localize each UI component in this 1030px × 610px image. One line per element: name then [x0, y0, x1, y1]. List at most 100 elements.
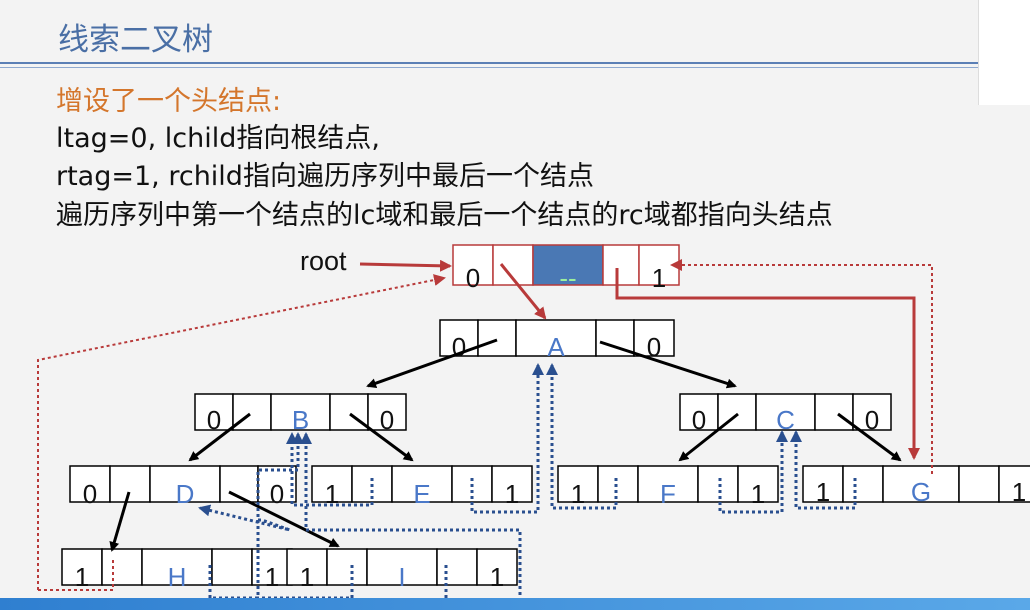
text-line-3: 遍历序列中第一个结点的lc域和最后一个结点的rc域都指向头结点	[56, 200, 833, 231]
slide-title: 线索二叉树	[58, 22, 213, 58]
node-I-field-2	[366, 548, 438, 586]
node-C-ltag: 0	[692, 405, 706, 435]
node-I-field-1	[326, 548, 368, 586]
node-F-rtag: 1	[751, 479, 765, 509]
node-G-field-3	[958, 465, 1000, 503]
node-H-field-1	[101, 548, 143, 586]
edge-D-I	[228, 490, 340, 548]
node-E-field-4	[491, 465, 533, 503]
node-F-data: F	[660, 479, 676, 509]
node-B-field-0	[194, 393, 234, 431]
node-A-rtag: 0	[647, 332, 661, 362]
node-B: 0 B 0	[194, 393, 407, 435]
head-ltag: 0	[466, 263, 480, 293]
heading: 增设了一个头结点:	[56, 86, 282, 117]
edge-A-C	[599, 340, 737, 389]
node-F-field-2	[637, 465, 699, 503]
node-A-field-2	[515, 319, 597, 357]
node-H-data: H	[168, 562, 187, 592]
node-A-field-0	[439, 319, 479, 357]
E-rthread-to-A	[470, 363, 544, 514]
node-B-rtag: 0	[380, 405, 394, 435]
node-E-data: E	[413, 479, 430, 509]
node-A-field-4	[633, 319, 675, 357]
node-H-field-3	[211, 548, 253, 586]
title-divider-thin	[0, 67, 978, 68]
edge-C-G	[837, 412, 902, 462]
node-G-field-4	[998, 465, 1030, 503]
head-field-0	[452, 244, 494, 286]
G-rthread-to-head	[670, 259, 933, 474]
F-lthread-to-A	[546, 363, 618, 510]
text-line-1: ltag=0, lchild指向根结点,	[56, 123, 380, 154]
edges-layer	[109, 338, 902, 552]
node-C-field-0	[679, 393, 719, 431]
head-field-2	[532, 244, 604, 286]
node-F-field-1	[597, 465, 639, 503]
node-I-rtag: 1	[490, 562, 504, 592]
presenter-video-corner	[978, 0, 1030, 105]
node-A-data: A	[547, 332, 565, 362]
bottom-bar	[0, 598, 1030, 610]
node-B-field-2	[270, 393, 331, 431]
node-G-field-0	[802, 465, 844, 503]
edge-D-H	[109, 491, 131, 552]
H-rthread-to-D	[208, 432, 304, 600]
node-G-field-2	[882, 465, 960, 503]
node-H-field-4	[251, 548, 293, 586]
root-label: root	[300, 246, 347, 276]
node-I-field-4	[476, 548, 518, 586]
node-I-ltag: 1	[300, 562, 314, 592]
head-rchild-to-G	[615, 268, 920, 460]
node-E-field-0	[311, 465, 353, 503]
node-B-field-1	[232, 393, 272, 431]
head-field-3	[602, 244, 640, 286]
node-C-data: C	[776, 405, 795, 435]
root-pointer-arrow	[359, 259, 452, 272]
node-D-data: D	[176, 479, 195, 509]
title-divider	[0, 62, 978, 64]
node-B-data: B	[292, 405, 309, 435]
node-I-field-0	[286, 548, 328, 586]
node-I-field-3	[436, 548, 478, 586]
node-G-field-1	[842, 465, 884, 503]
edge-B-D	[188, 412, 251, 462]
node-H-field-2	[141, 548, 213, 586]
node-H-rtag: 1	[265, 562, 279, 592]
head-lchild-to-A	[499, 263, 547, 320]
edge-B-E	[349, 412, 414, 462]
node-G-ltag: 1	[816, 477, 830, 507]
node-D-field-1	[109, 465, 151, 503]
G-lthread-to-C	[790, 430, 857, 510]
node-A-field-1	[477, 319, 517, 357]
H-lthread-start	[38, 560, 114, 591]
text-line-2: rtag=1, rchild指向遍历序列中最后一个结点	[56, 161, 594, 192]
edge-A-B	[366, 338, 498, 389]
node-F-field-3	[697, 465, 739, 503]
H-lthread-to-head	[37, 274, 446, 590]
node-H-field-0	[61, 548, 103, 586]
node-F-ltag: 1	[571, 479, 585, 509]
node-A-field-3	[595, 319, 635, 357]
node-B-ltag: 0	[207, 405, 221, 435]
node-C-field-3	[814, 393, 854, 431]
node-G-rtag: 1	[1012, 477, 1026, 507]
node-C-field-4	[852, 393, 892, 431]
node-F-field-4	[737, 465, 779, 503]
node-D-rtag: 0	[270, 479, 284, 509]
head-node: 0--1	[452, 244, 680, 293]
I-lthread-arrow-D	[198, 504, 291, 532]
node-E-ltag: 1	[325, 479, 339, 509]
node-F-field-0	[557, 465, 599, 503]
head-rtag: 1	[652, 263, 666, 293]
